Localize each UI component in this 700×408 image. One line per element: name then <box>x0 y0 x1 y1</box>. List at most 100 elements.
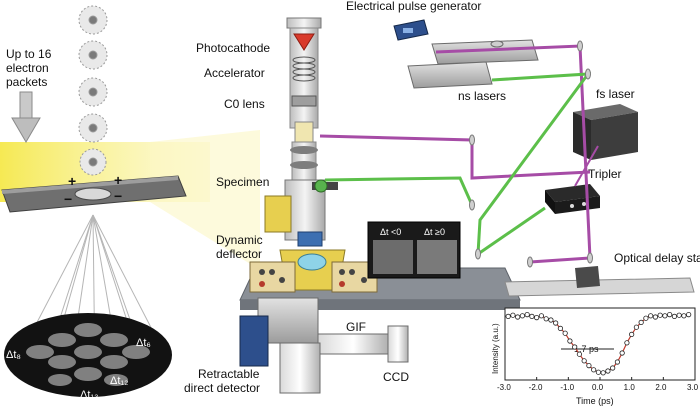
chart-ylabel: Intensity (a.u.) <box>491 323 500 374</box>
yellow-beam-wedge <box>150 130 260 270</box>
retractable-label-line1: Retractable <box>198 367 260 381</box>
minus-sign-right: − <box>114 188 122 204</box>
electrical-pulse-generator-label: Electrical pulse generator <box>346 0 481 13</box>
detector-label-dt13: Δt₁₃ <box>80 389 99 401</box>
photocathode-label: Photocathode <box>196 41 270 55</box>
data-point <box>657 312 663 318</box>
data-point <box>667 311 673 318</box>
objective-block <box>264 195 292 233</box>
packets-label-line1: Up to 16 <box>6 47 52 61</box>
data-point <box>538 313 545 319</box>
data-point <box>581 358 587 364</box>
data-point <box>638 319 644 325</box>
data-point <box>557 325 564 331</box>
chart-frame <box>504 307 696 381</box>
electrical-pulse-generator <box>393 19 429 41</box>
x-tick-label: -2.0 <box>529 383 543 392</box>
c0-lens-ring <box>291 95 317 107</box>
detector-label-dt12: Δt₁₂ <box>110 375 128 387</box>
data-point <box>562 330 568 336</box>
deflector-box <box>297 231 323 247</box>
data-point <box>553 320 559 326</box>
inset-chart: 1.7 ps Time (ps) Intensity (a.u.) -3.0 -2… <box>491 307 699 406</box>
monitor-screen-left <box>373 240 413 274</box>
detector-label-dt8: Δt₈ <box>6 349 21 361</box>
data-point <box>591 367 597 373</box>
packets-label-line3: packets <box>6 75 47 89</box>
monitor-screen-right <box>417 240 457 274</box>
ccd-label: CCD <box>383 370 409 384</box>
chart-annotation: 1.7 ps <box>574 344 599 354</box>
plus-sign-right: + <box>114 172 122 188</box>
dynamic-deflector-label-line1: Dynamic <box>216 233 263 247</box>
ccd-body <box>387 325 409 363</box>
data-point <box>662 313 668 319</box>
microscope-labels: Photocathode Accelerator C0 lens Specime… <box>184 41 409 395</box>
data-point <box>643 315 649 321</box>
data-point <box>619 350 625 356</box>
plus-sign-left: + <box>68 173 76 189</box>
data-point <box>505 313 511 319</box>
microscope: Δt <0 Δt ≥0 Photocathode Accelerator C0 … <box>184 17 521 395</box>
data-point <box>671 313 678 319</box>
data-point <box>567 338 573 344</box>
electron-packets-panel: Up to 16 electron packets + + − − <box>0 5 260 401</box>
down-arrow-icon <box>11 91 41 143</box>
electron-packet-stack <box>78 5 108 176</box>
data-point <box>614 359 621 365</box>
data-point <box>648 313 654 319</box>
data-point <box>515 314 521 320</box>
data-point <box>534 314 540 321</box>
screen-label-left: Δt <0 <box>380 227 401 237</box>
monitor: Δt <0 Δt ≥0 <box>367 221 461 279</box>
lower-column <box>279 342 321 394</box>
accelerator-rings <box>292 56 316 82</box>
mirrors <box>469 40 593 268</box>
electron-packet-core <box>88 15 98 25</box>
electron-packet-core <box>88 50 98 60</box>
x-tick-label: -3.0 <box>497 383 511 392</box>
x-tick-label: 2.0 <box>655 383 667 392</box>
data-point <box>548 317 554 323</box>
specimen-knob <box>314 179 328 193</box>
packets-label-line2: electron <box>6 61 49 75</box>
data-point <box>519 313 526 319</box>
purple-beam-path <box>319 44 592 264</box>
column-top <box>286 17 322 29</box>
x-tick-label: 0.0 <box>592 383 604 392</box>
data-point <box>605 368 611 374</box>
dynamic-deflector-label-line2: deflector <box>216 247 262 261</box>
chart-xlabel: Time (ps) <box>576 396 614 406</box>
data-point <box>595 369 602 375</box>
detector-plane: Δt₈ Δt₆ Δt₁₂ Δt₁₃ <box>4 313 172 401</box>
fs-laser <box>573 104 638 160</box>
data-point <box>529 313 535 319</box>
accelerator-label: Accelerator <box>204 66 265 80</box>
green-beam-path <box>324 72 592 257</box>
direct-detector <box>239 315 269 367</box>
data-point <box>629 331 635 337</box>
specimen-label: Specimen <box>216 175 269 189</box>
x-tick-label: 1.0 <box>624 383 636 392</box>
fs-laser-label: fs laser <box>596 87 635 101</box>
gun-column <box>264 17 346 291</box>
aperture <box>74 187 112 201</box>
left-control-panel <box>249 261 296 293</box>
data-point <box>686 311 692 318</box>
data-point <box>572 344 578 350</box>
data-point <box>524 311 530 318</box>
x-tick-label: 3.0 <box>687 383 699 392</box>
ns-laser-boxes <box>407 39 539 89</box>
data-point <box>543 316 549 322</box>
data-point <box>576 351 583 357</box>
optical-delay-stage <box>504 266 695 297</box>
screen-label-right: Δt ≥0 <box>424 227 445 237</box>
retractable-label-line2: direct detector <box>184 381 260 395</box>
data-point <box>600 370 606 376</box>
electron-packet-core <box>88 157 98 167</box>
data-point <box>633 324 640 330</box>
column-window <box>294 121 314 143</box>
ns-lasers-label: ns lasers <box>458 89 506 103</box>
data-point <box>676 312 682 318</box>
